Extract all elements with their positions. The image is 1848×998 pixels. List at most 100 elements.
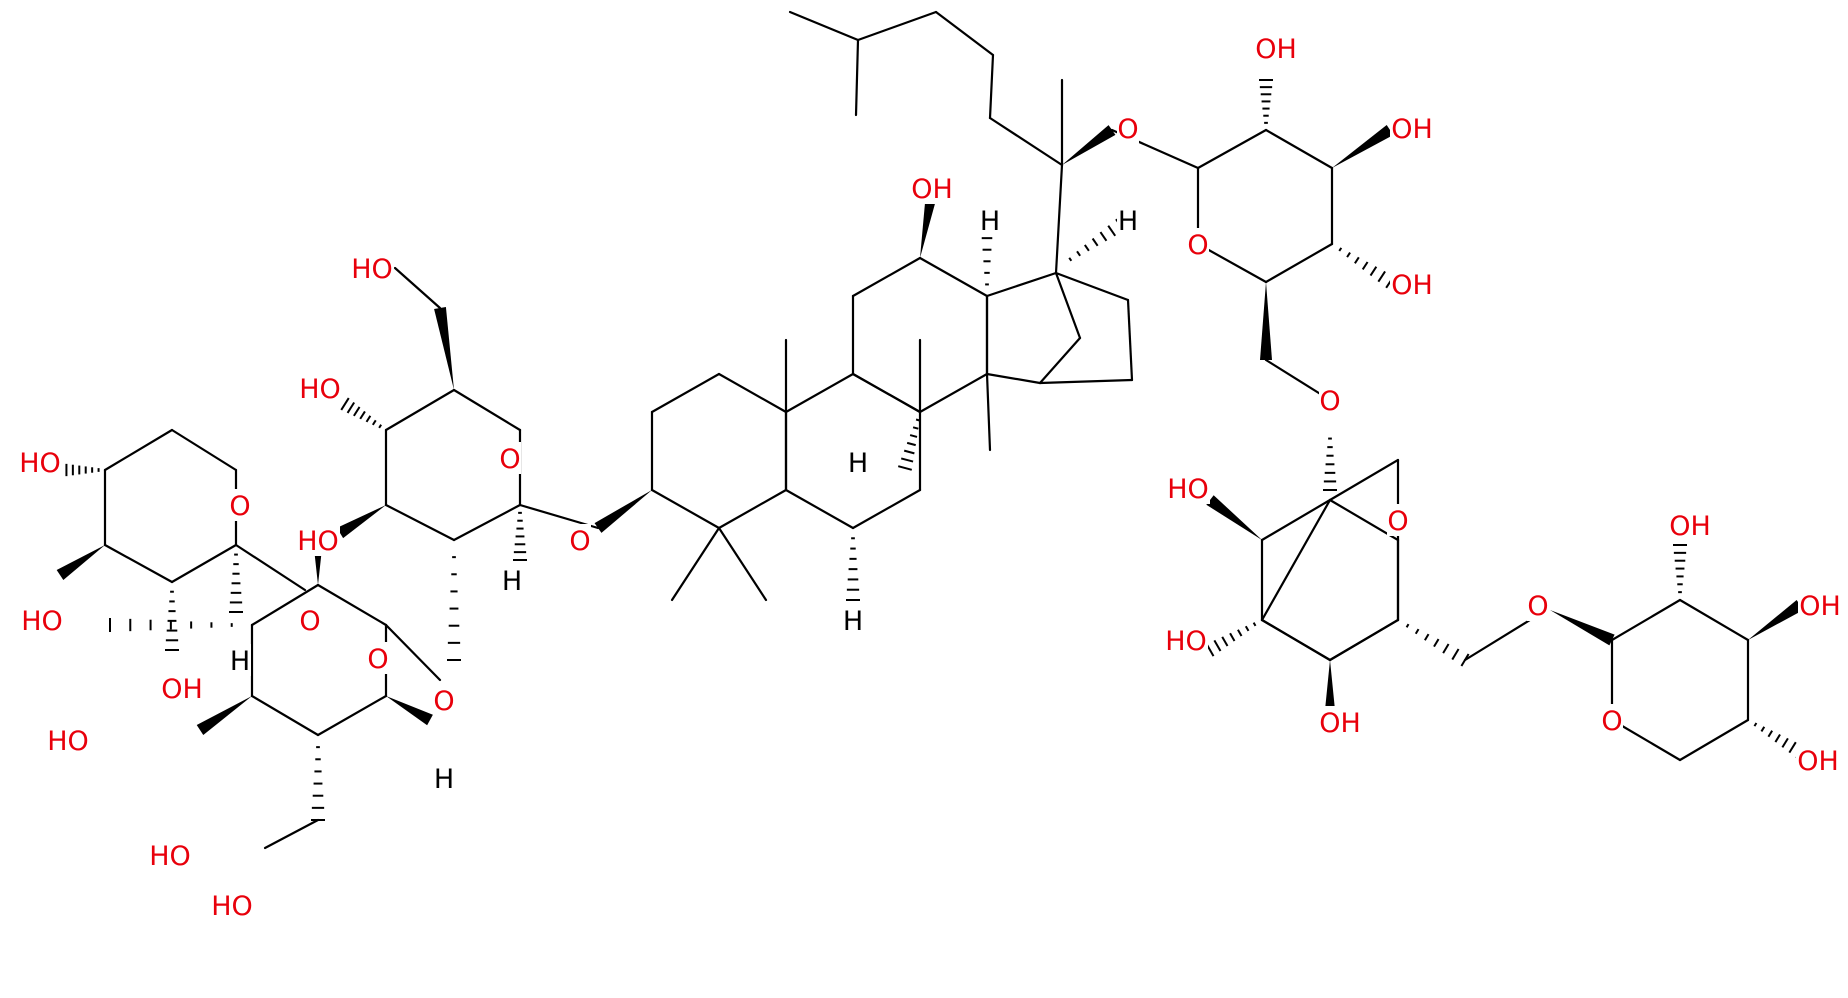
sugar-a-ring — [384, 503, 456, 542]
sugar-f-ring — [1678, 598, 1750, 642]
sugar-d-oh — [1338, 247, 1395, 289]
gem-methyl-bond — [670, 526, 721, 602]
sugar-b-ring — [316, 694, 388, 737]
side-chain — [988, 116, 1064, 167]
methyl-bond — [788, 10, 860, 42]
o6-link-label: O — [1319, 386, 1340, 417]
sugar-e-oh2: HO — [1167, 474, 1209, 505]
ring-d-bond — [1126, 298, 1134, 382]
sugar-e-oh3: HO — [1165, 626, 1207, 657]
sugar-a-oh — [336, 505, 386, 539]
sugar-a-oh3: HO — [299, 374, 341, 405]
sugar-c-oh3: HO — [21, 606, 63, 637]
sugar-f-ring-o: O — [1601, 706, 1622, 737]
sugar-c-ring — [103, 428, 174, 472]
sugar-c-oh2: OH — [161, 674, 203, 705]
sugar-b-ring — [250, 694, 320, 737]
sugar-b-ch2 — [311, 746, 325, 821]
sugar-f-ring — [1610, 718, 1682, 762]
sugar-b-oh — [196, 696, 252, 736]
sugar-b-h — [386, 696, 433, 726]
sugar-b-ring — [250, 583, 320, 627]
ring-d — [1054, 271, 1082, 340]
sugar-e-ring-helper — [1328, 458, 1400, 502]
sugar-b-h-label: H — [434, 764, 454, 795]
sugar-d-ring-o: O — [1187, 230, 1208, 261]
sugar-b-ring-o: O — [367, 644, 388, 675]
sugar-c-h-label: H — [230, 646, 250, 677]
sugar-e-oh — [1205, 622, 1257, 657]
sugar-a-ch2 — [434, 306, 454, 390]
sugar-c-ring — [170, 543, 238, 584]
sugar-b-oh3: HO — [47, 726, 89, 757]
sugar-e-ring-o: O — [1387, 506, 1408, 537]
sugar-d-ring — [1264, 128, 1334, 170]
sugar-e-ring — [1260, 618, 1332, 662]
h17-hash — [1068, 218, 1125, 262]
sugar-e-oh4: OH — [1319, 708, 1361, 739]
side-chain — [856, 10, 938, 42]
ring-d-bond — [1038, 378, 1134, 385]
oh12-label: OH — [911, 174, 953, 205]
sugar-c-ring-o: O — [229, 491, 250, 522]
sugar-b-ring — [316, 583, 388, 627]
o2-link-label: O — [433, 686, 454, 717]
ring-c — [851, 256, 922, 298]
ring-c — [918, 256, 989, 298]
sugar-e-ring — [1328, 618, 1400, 662]
ring-d — [985, 271, 1058, 298]
o20-label: O — [1117, 114, 1138, 145]
sugar-e-ring — [1260, 498, 1332, 542]
sugar-a-ring — [452, 388, 522, 432]
sugar-a-oh4: HO — [297, 526, 339, 557]
o3-wedge — [594, 490, 652, 533]
sugar-f-oh — [1748, 600, 1804, 640]
ring-c — [851, 372, 922, 414]
side-chain — [934, 10, 995, 57]
glycoside-bond — [234, 543, 307, 592]
sugar-d-oh3: OH — [1391, 114, 1433, 145]
sugar-a-h — [513, 511, 527, 561]
sugar-a-o2 — [447, 556, 461, 661]
h13-label: H — [980, 206, 1000, 237]
ch2oh-bond — [263, 818, 320, 850]
sugar-f-ring — [1678, 718, 1750, 762]
h17-label: H — [1118, 206, 1138, 237]
sugar-b-oh4: HO — [149, 841, 191, 872]
sugar-f-link — [1550, 610, 1615, 646]
h5-label: H — [843, 606, 863, 637]
sugar-e-ch2 — [1405, 623, 1470, 667]
sugar-c-oh4: HO — [19, 448, 61, 479]
o20-wedge — [1062, 125, 1116, 165]
ch2oh-a-label: HO — [351, 254, 393, 285]
ring-a — [650, 372, 721, 414]
sugar-a-ring-o: O — [499, 444, 520, 475]
sugar-d-oh — [1332, 124, 1394, 168]
sugar-d-ring — [1196, 242, 1268, 284]
h9-hash — [897, 418, 920, 471]
sugar-f-oh — [1673, 544, 1687, 594]
ring-a — [717, 488, 788, 530]
sugar-d-ring — [1196, 128, 1268, 170]
ring-b — [851, 488, 922, 530]
sugar-c-oh — [165, 590, 179, 651]
sugar-f-ring — [1610, 598, 1682, 642]
sugar-a-oh — [340, 397, 382, 429]
side-chain — [988, 53, 995, 120]
sugar-a-h-label: H — [502, 566, 522, 597]
ring-a — [717, 372, 788, 414]
sugar-c-oh — [59, 463, 100, 477]
o6e-link-label: O — [1527, 591, 1548, 622]
h5-hash — [846, 537, 860, 601]
gem-methyl-bond — [717, 526, 768, 602]
sugar-e-oh — [1324, 660, 1336, 720]
side-chain — [854, 38, 860, 117]
o3-label: O — [569, 526, 590, 557]
bonds — [103, 10, 1750, 850]
ring-d — [1038, 336, 1082, 385]
h9-label: H — [848, 448, 868, 479]
sugar-c-ring — [103, 543, 174, 584]
sugar-e-oh — [1206, 495, 1262, 540]
